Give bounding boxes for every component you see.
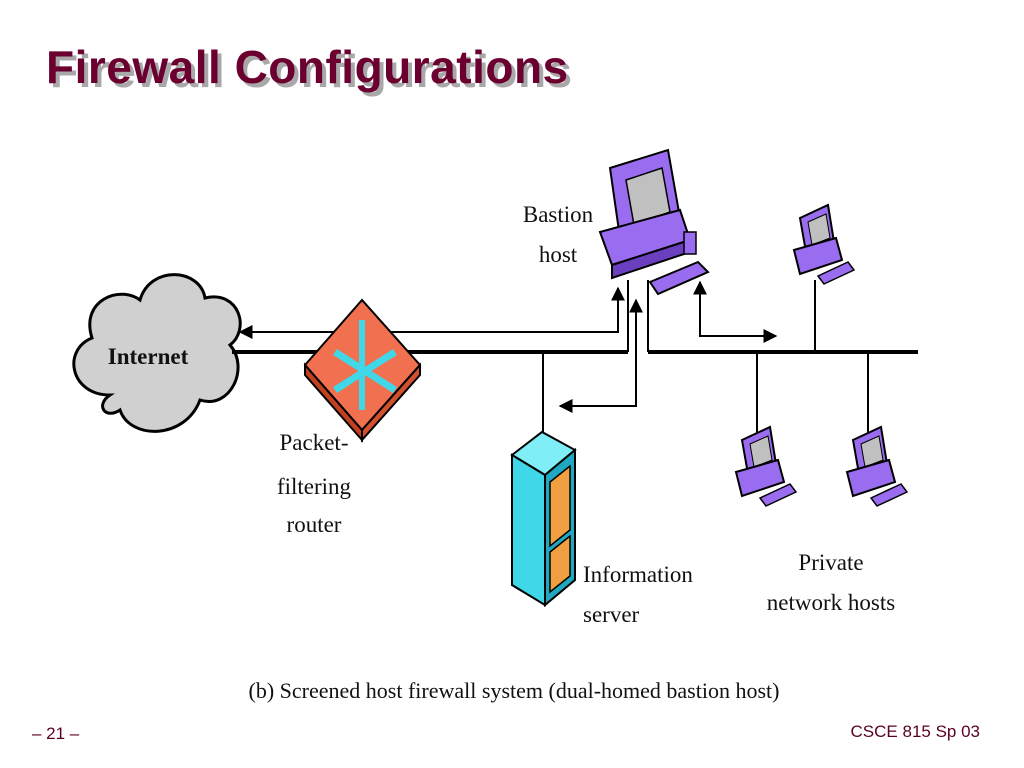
private-host-computer-icon [792, 203, 856, 285]
router-label-line3: router [287, 512, 342, 537]
information-server-icon [510, 430, 577, 608]
page-number: – 21 – [32, 724, 80, 743]
course-label: CSCE 815 Sp 03 [850, 722, 980, 741]
internet-label: Internet [108, 344, 189, 369]
private-host-computer-icon [845, 425, 909, 507]
info-server-label-line1: Information [583, 562, 693, 587]
bastion-label-line1: Bastion [523, 202, 594, 227]
router-icon [303, 298, 422, 443]
info-server-label-line2: server [583, 602, 640, 627]
private-hosts-label-line2: network hosts [767, 590, 895, 615]
diagram-caption: (b) Screened host firewall system (dual-… [249, 678, 780, 703]
private-hosts-label-line1: Private [798, 550, 863, 575]
slide-title: Firewall Configurations [46, 41, 569, 93]
bastion-host-computer-icon [598, 148, 710, 296]
bastion-label-line2: host [539, 242, 578, 267]
router-label-line1: Packet- [280, 430, 349, 455]
router-label-line2: filtering [277, 474, 352, 499]
private-host-computer-icon [734, 425, 798, 507]
internet-cloud: Internet [72, 273, 242, 433]
